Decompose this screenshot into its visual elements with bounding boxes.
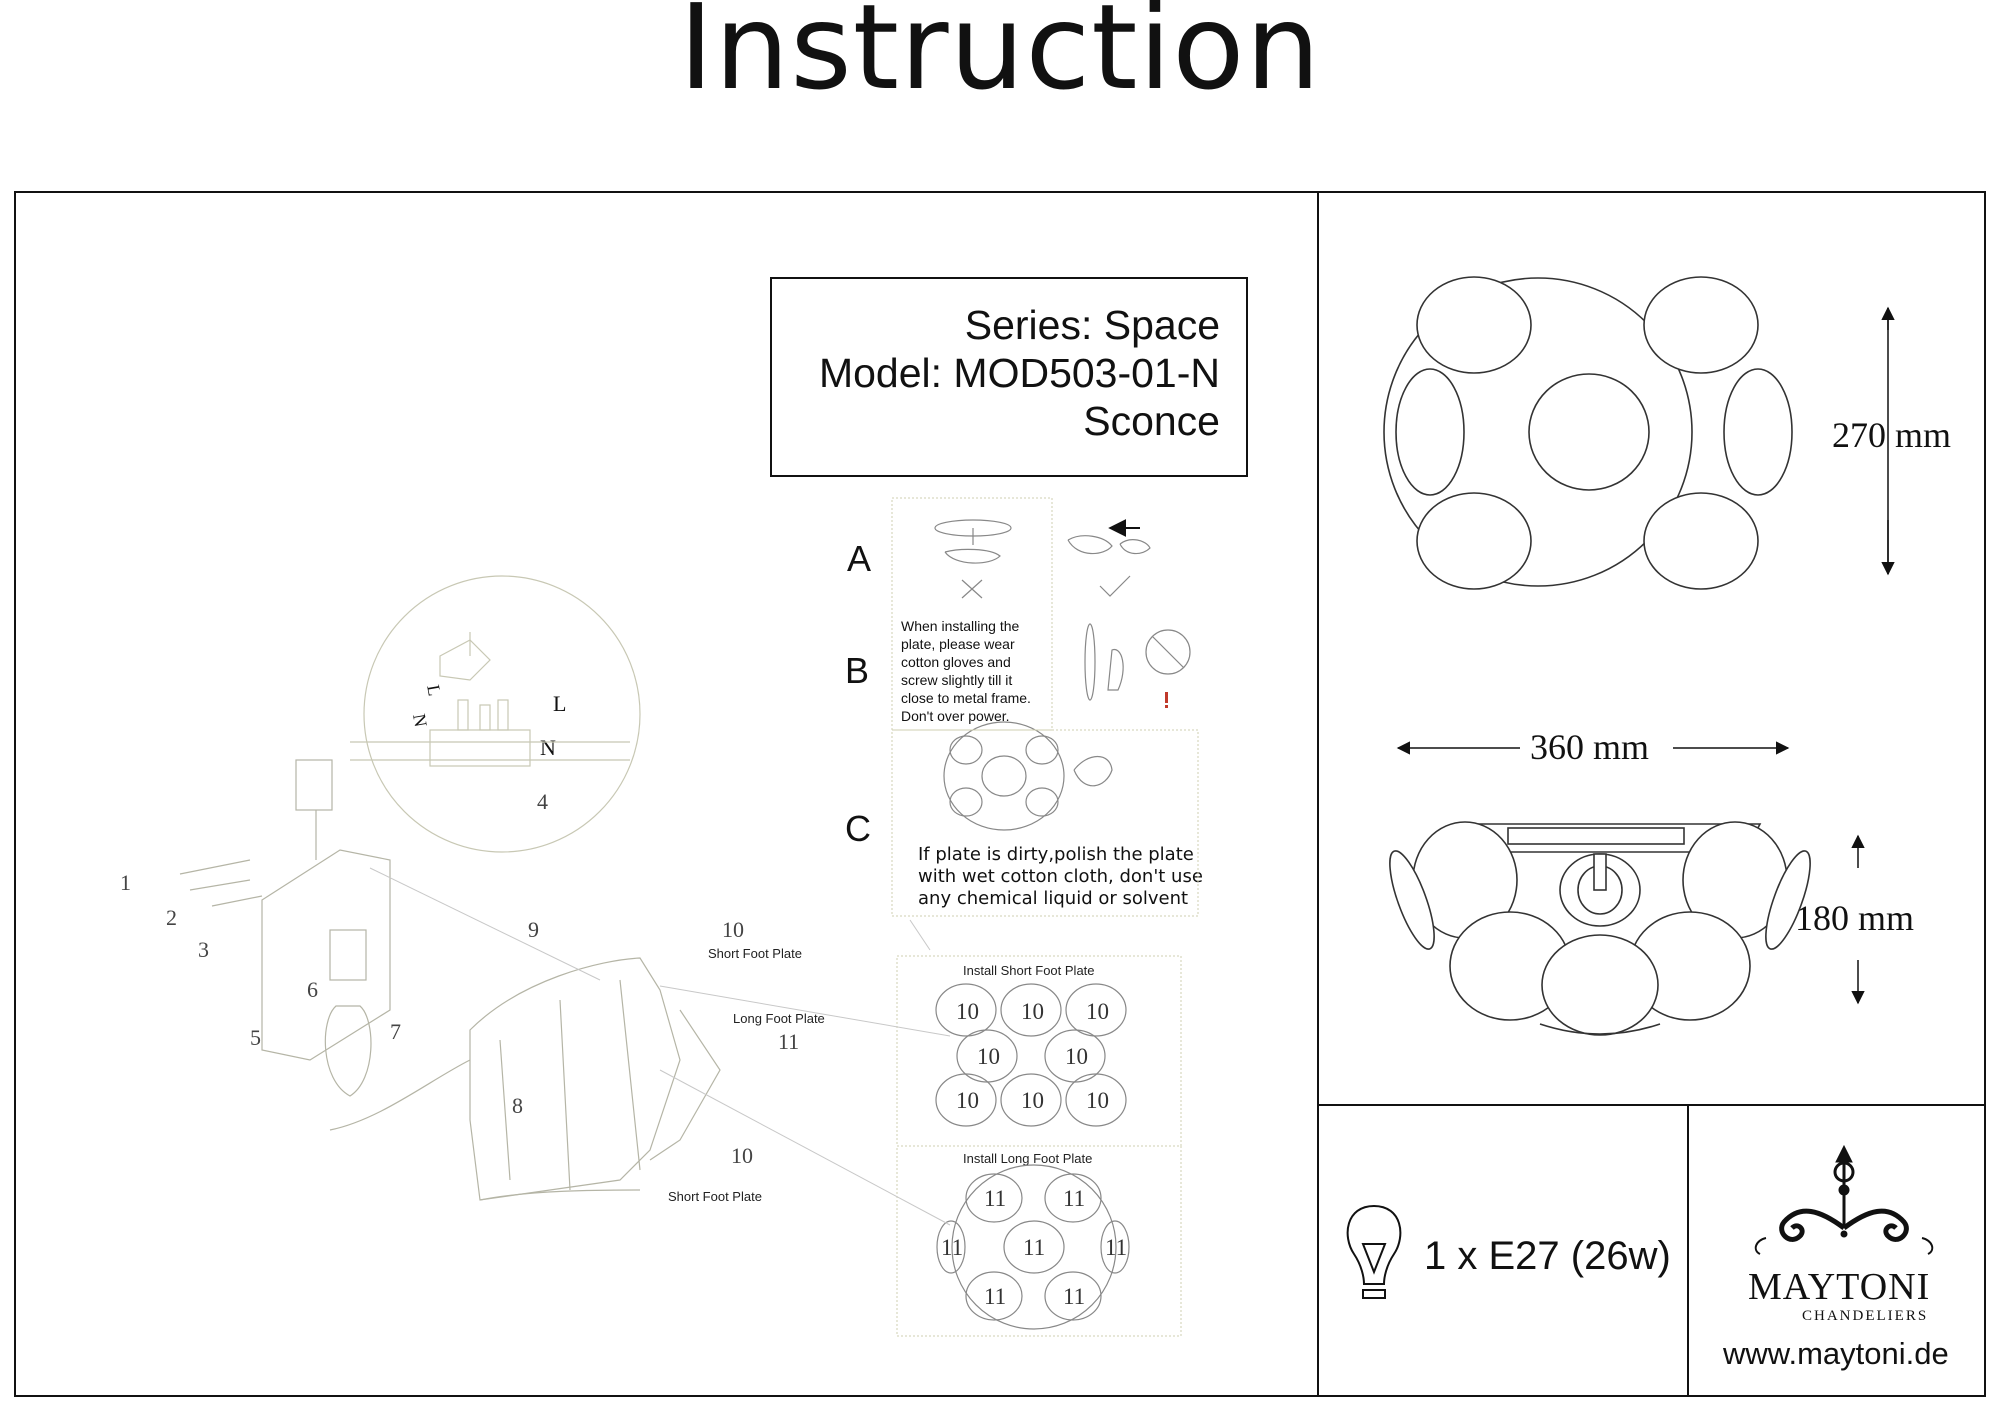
long-foot-plate-label: Long Foot Plate — [733, 1011, 825, 1026]
long-cell: 11 — [1023, 1235, 1046, 1260]
dimension-height-top: 270 mm — [1832, 415, 1952, 455]
short-cell: 10 — [1021, 999, 1044, 1024]
short-cell: 10 — [1065, 1044, 1088, 1069]
wiring-l-label-right: L — [553, 691, 567, 716]
callout-10-bottom: 10 — [731, 1143, 753, 1168]
dimension-width: 360 mm — [1530, 727, 1650, 767]
step-a-letter: A — [847, 538, 872, 579]
dimension-height-side: 180 mm — [1795, 898, 1915, 938]
short-cell: 10 — [1021, 1088, 1044, 1113]
callout-4: 4 — [537, 789, 548, 814]
callout-1: 1 — [120, 870, 131, 895]
callout-8: 8 — [512, 1093, 523, 1118]
product-info-box: Series: Space Model: MOD503-01-N Sconce — [770, 277, 1248, 477]
wall-plate — [179, 759, 391, 1097]
vertical-divider — [1317, 191, 1319, 1397]
install-short-grid — [935, 983, 1127, 1127]
warning-icon — [1165, 692, 1168, 708]
lamp-spec: 1 x E27 (26w) — [1424, 1234, 1671, 1278]
brand-name: MAYTONI — [1748, 1266, 1931, 1308]
callout-6: 6 — [307, 977, 318, 1002]
step-illustrations — [934, 519, 1191, 831]
wiring-n-label-right: N — [540, 735, 556, 760]
step-c-letter: C — [845, 808, 871, 849]
callout-10-top: 10 — [722, 917, 744, 942]
short-foot-plate-label-top: Short Foot Plate — [708, 946, 802, 961]
callout-7: 7 — [390, 1019, 401, 1044]
short-cell: 10 — [977, 1044, 1000, 1069]
short-cell: 10 — [956, 999, 979, 1024]
bottom-divider — [1687, 1104, 1689, 1397]
dimension-arrows — [1396, 306, 1895, 1005]
type-label: Sconce — [1083, 398, 1220, 444]
step-c-note: If plate is dirty,polish the plate with … — [918, 844, 1203, 909]
long-cell: 11 — [1063, 1284, 1086, 1309]
short-cell: 10 — [1086, 1088, 1109, 1113]
short-cell: 10 — [956, 1088, 979, 1113]
series-label: Series: Space — [964, 302, 1220, 348]
front-view-drawing — [1383, 276, 1793, 590]
brand-sub: CHANDELIERS — [1802, 1308, 1929, 1324]
page-title: Instruction — [678, 0, 1322, 116]
callout-11: 11 — [778, 1029, 800, 1054]
maytoni-ornament-logo — [1754, 1144, 1934, 1255]
callout-5: 5 — [250, 1025, 261, 1050]
model-label: Model: MOD503-01-N — [818, 350, 1220, 396]
light-bulb-icon — [1346, 1204, 1402, 1299]
callout-9: 9 — [528, 917, 539, 942]
leader-lines — [369, 867, 951, 1226]
install-short-title: Install Short Foot Plate — [963, 963, 1095, 978]
panel-borders — [891, 497, 1199, 1337]
brand-url: www.maytoni.de — [1723, 1336, 1949, 1371]
short-cell: 10 — [1086, 999, 1109, 1024]
callout-3: 3 — [198, 937, 209, 962]
shade-frame — [329, 957, 721, 1201]
long-cell: 11 — [1063, 1186, 1086, 1211]
install-long-grid — [936, 1164, 1130, 1330]
short-foot-plate-label-bottom: Short Foot Plate — [668, 1189, 762, 1204]
wiring-detail-circle — [350, 575, 641, 853]
long-cell: 11 — [984, 1284, 1007, 1309]
install-long-title: Install Long Foot Plate — [963, 1151, 1093, 1166]
step-b-note: When installing the plate, please wear c… — [901, 618, 1031, 724]
side-view-drawing — [1389, 821, 1811, 1036]
step-b-letter: B — [845, 650, 870, 691]
callout-2: 2 — [166, 905, 177, 930]
long-cell: 11 — [984, 1186, 1007, 1211]
outer-frame — [14, 191, 1986, 1397]
horizontal-divider — [1317, 1104, 1986, 1106]
